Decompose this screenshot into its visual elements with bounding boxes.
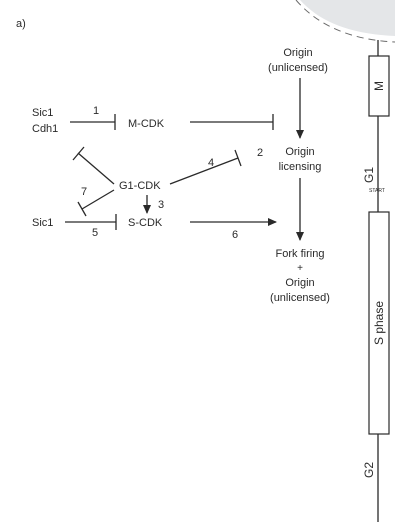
node-sic1-top: Sic1 (32, 107, 53, 119)
edge-number-4: 4 (208, 157, 214, 169)
node-fork-firing-line1: Fork firing (276, 248, 325, 260)
edge-number-2: 2 (257, 147, 263, 159)
node-m-cdk: M-CDK (128, 118, 165, 130)
node-cdh1: Cdh1 (32, 123, 58, 135)
edge-7-line-down (81, 189, 115, 210)
timeline-g2-label: G2 (362, 462, 376, 478)
node-s-cdk: S-CDK (128, 217, 163, 229)
edge-number-6: 6 (232, 229, 238, 241)
edge-7-line-up (77, 152, 115, 185)
node-origin-licensing-line1: Origin (285, 146, 314, 158)
decorative-swoosh (300, 0, 395, 36)
timeline-s-phase-box (368, 211, 390, 435)
decorative-dashed-arc (295, 0, 395, 43)
edge-number-7: 7 (81, 186, 87, 198)
edge-4-inhibition-bar (234, 149, 242, 167)
edge-number-3: 3 (158, 199, 164, 211)
node-fork-firing-line2: + (297, 263, 303, 274)
node-origin-unlicensed-line1: Origin (283, 47, 312, 59)
timeline-start-label: START (369, 188, 385, 194)
panel-label: a) (16, 18, 26, 30)
edge-number-5: 5 (92, 227, 98, 239)
node-fork-firing-line4: (unlicensed) (270, 292, 330, 304)
timeline-g1-label: G1 (362, 167, 376, 183)
node-sic1-bottom: Sic1 (32, 217, 53, 229)
edge-7-bar-down (77, 201, 87, 217)
edge-number-1: 1 (93, 105, 99, 117)
node-fork-firing-line3: Origin (285, 277, 314, 289)
edge-7-bar-up (72, 146, 85, 161)
timeline-m-label: M (372, 81, 386, 91)
timeline-m-box (368, 55, 390, 117)
edge-4-inhibition-line (169, 157, 239, 185)
node-origin-licensing-line2: licensing (279, 161, 322, 173)
timeline-s-phase-label: S phase (372, 301, 386, 345)
node-g1-cdk: G1-CDK (119, 180, 161, 192)
node-origin-unlicensed-line2: (unlicensed) (268, 62, 328, 74)
